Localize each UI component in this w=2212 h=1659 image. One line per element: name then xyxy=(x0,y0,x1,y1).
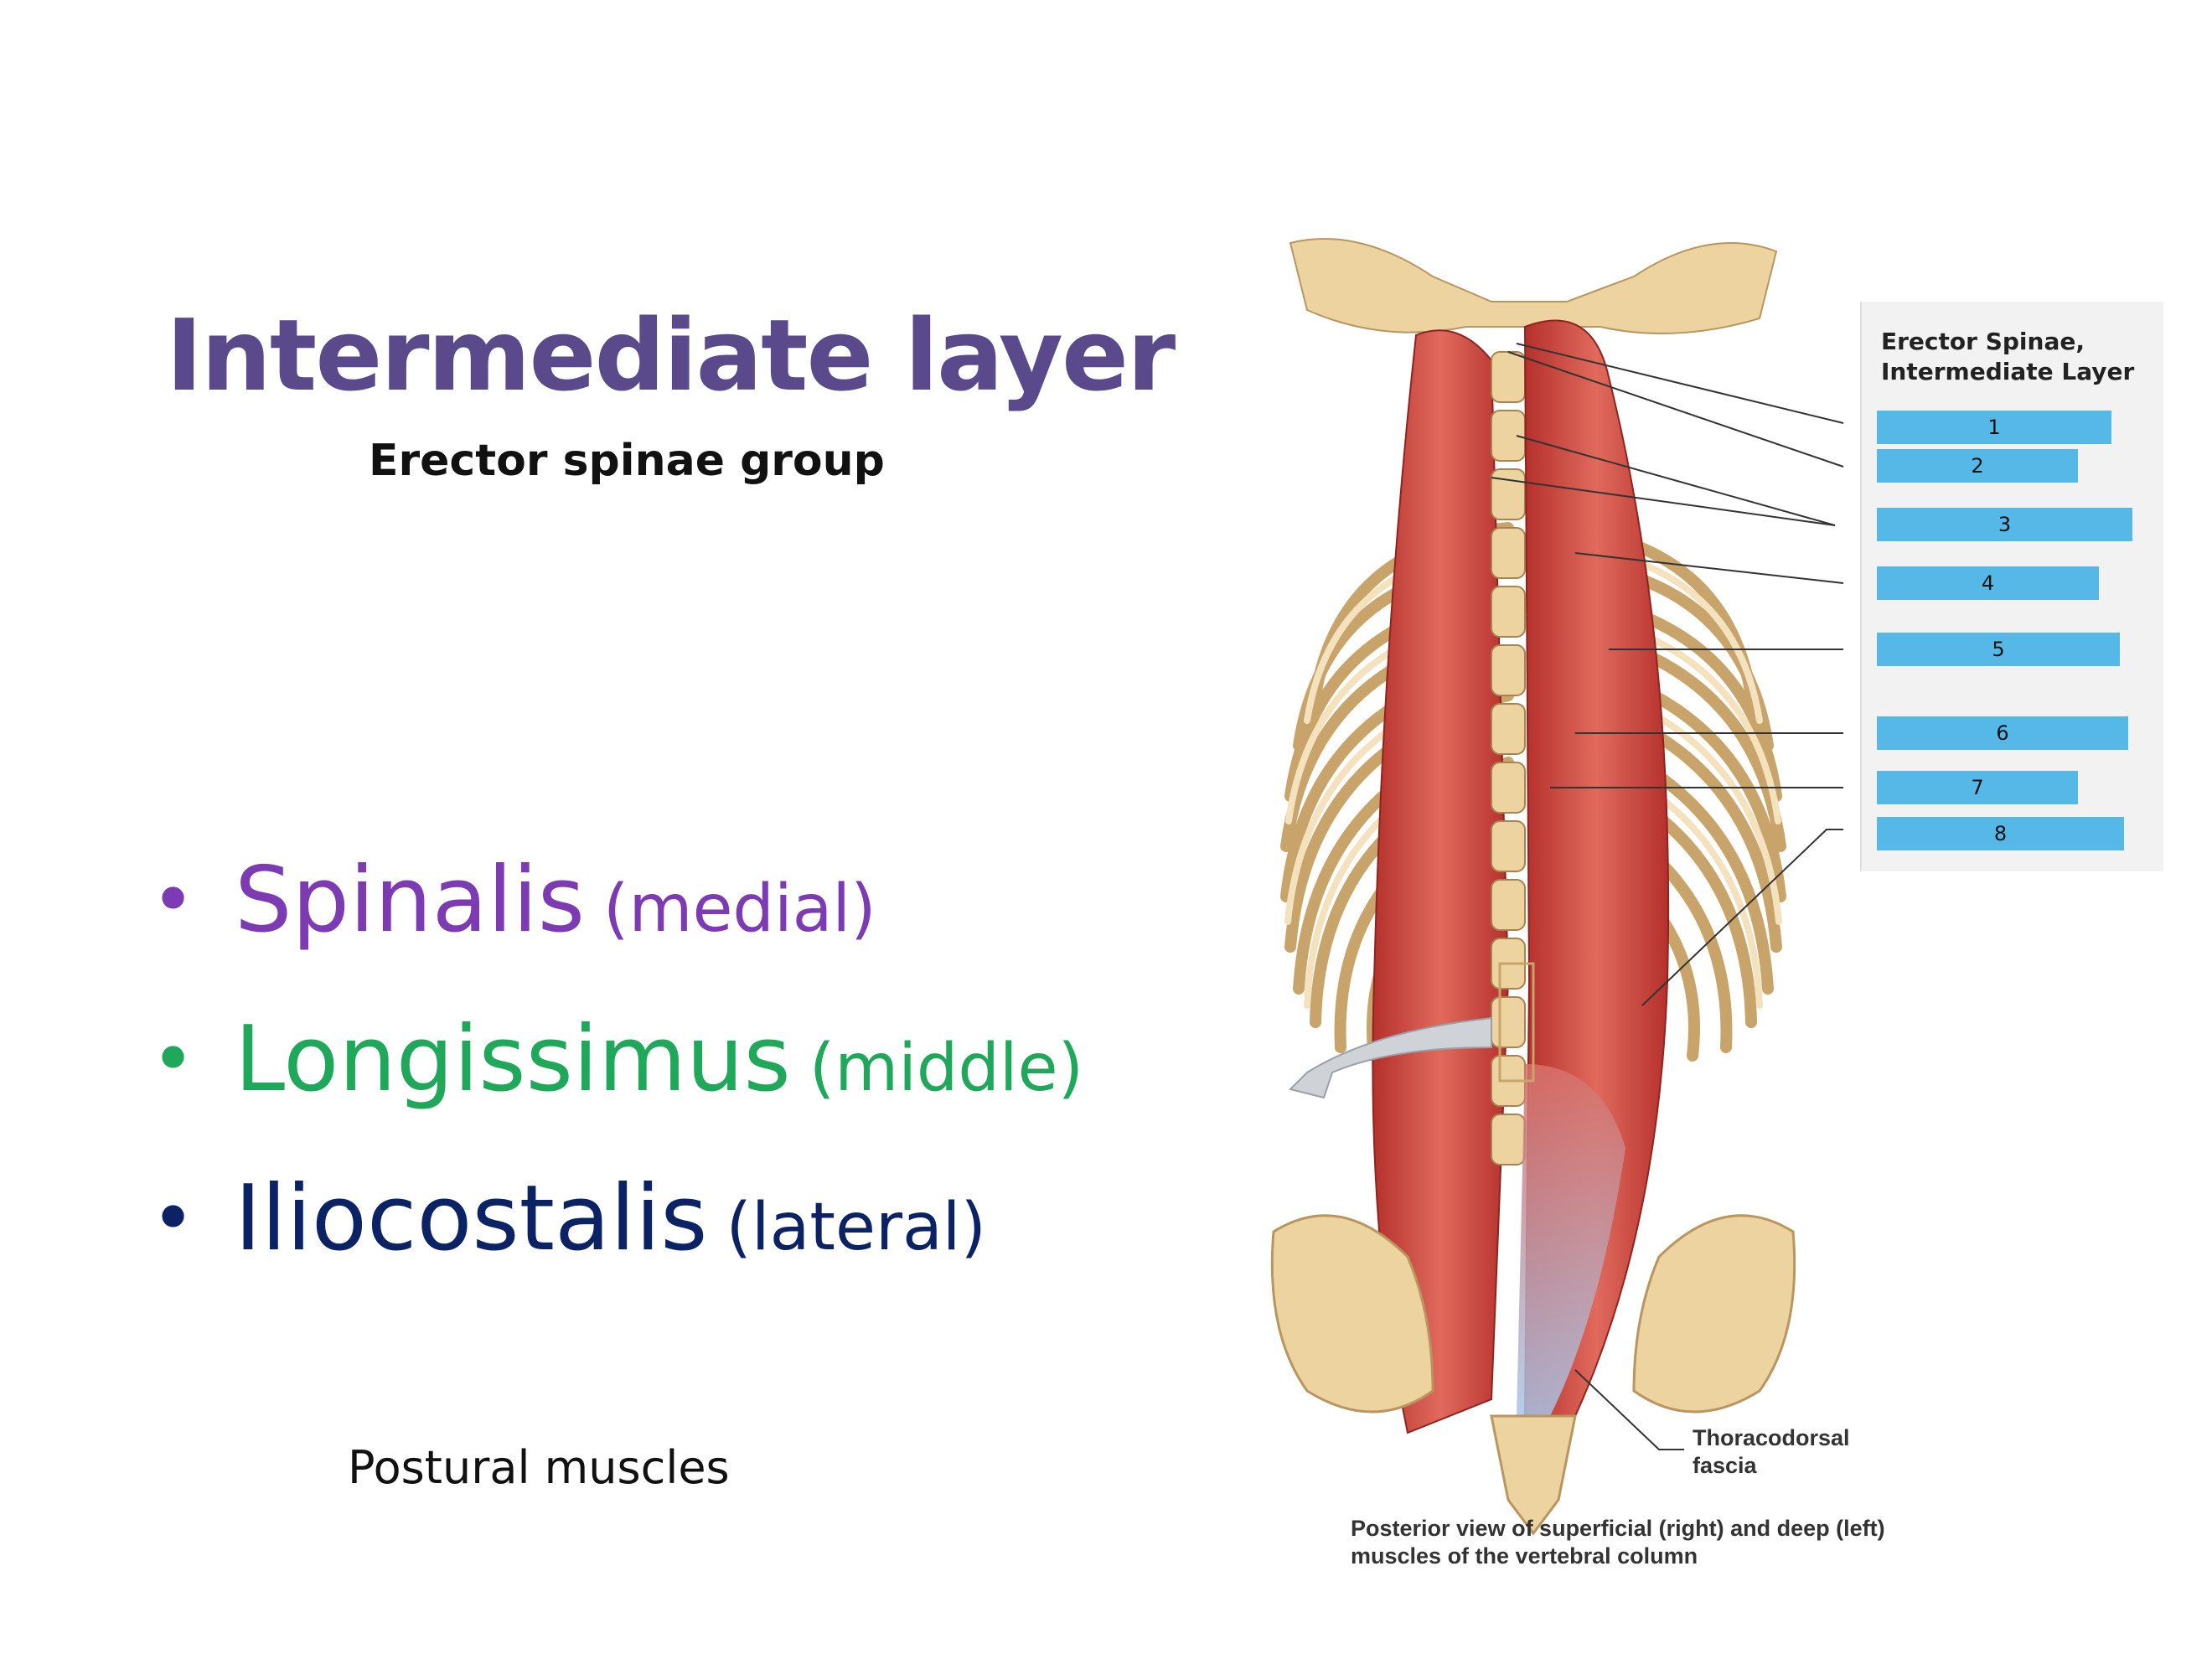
label-box-6[interactable]: 6 xyxy=(1877,716,2128,750)
anatomy-figure xyxy=(1240,226,2187,1592)
label-box-7[interactable]: 7 xyxy=(1877,771,2078,804)
label-box-5[interactable]: 5 xyxy=(1877,633,2120,666)
sacrum-shape xyxy=(1490,1414,1577,1536)
label-box-2[interactable]: 2 xyxy=(1877,449,2078,483)
skull-base-shape xyxy=(1289,238,1778,334)
label-box-4[interactable]: 4 xyxy=(1877,566,2099,600)
bullet-dot-icon: • xyxy=(151,1016,196,1103)
bullet-term: Longissimus xyxy=(235,1007,791,1112)
bullet-term: Iliocostalis xyxy=(235,1166,708,1271)
left-ilium-shape xyxy=(1270,1214,1434,1414)
thoracodorsal-fascia-shape xyxy=(1517,1064,1625,1416)
label-box-8[interactable]: 8 xyxy=(1877,817,2124,850)
slide-subtitle: Erector spinae group xyxy=(369,436,885,486)
bullet-dot-icon: • xyxy=(151,1175,196,1263)
bullet-dot-icon: • xyxy=(151,856,196,944)
fascia-callout: Thoracodorsal fascia xyxy=(1693,1424,1850,1480)
back-muscles-illustration xyxy=(1270,238,1844,1536)
bullet-note: (medial) xyxy=(603,871,876,947)
label-box-3[interactable]: 3 xyxy=(1877,508,2132,541)
figure-caption: Posterior view of superficial (right) an… xyxy=(1351,1516,1885,1569)
arrow-icon xyxy=(1289,1016,1492,1099)
footnote: Postural muscles xyxy=(348,1441,730,1494)
bullet-term: Spinalis xyxy=(235,848,586,953)
leader-lines xyxy=(1491,343,1844,1450)
legend-title: Erector Spinae, Intermediate Layer xyxy=(1881,328,2135,385)
bullet-note: (lateral) xyxy=(726,1190,986,1265)
fascia-callout-line1: Thoracodorsal xyxy=(1693,1425,1850,1450)
right-ilium-shape xyxy=(1632,1214,1796,1414)
label-box-1[interactable]: 1 xyxy=(1877,411,2111,444)
fascia-callout-line2: fascia xyxy=(1693,1453,1757,1478)
bullet-note: (middle) xyxy=(809,1031,1084,1106)
slide-title: Intermediate layer xyxy=(166,297,1176,413)
